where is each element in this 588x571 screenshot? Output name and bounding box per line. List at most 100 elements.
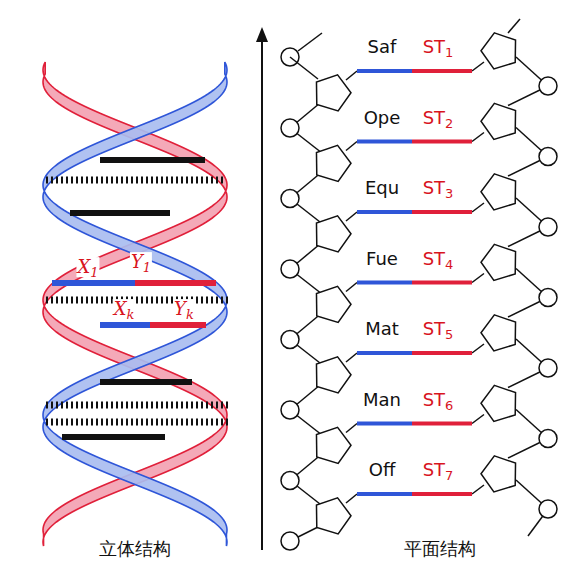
panel-title: 立体结构 <box>99 539 171 559</box>
sequence-bar <box>100 322 150 328</box>
symbol: ST <box>423 36 445 57</box>
sugar-ring <box>481 385 516 421</box>
segment-label: Y1 <box>130 252 152 272</box>
term-label: Off <box>369 460 396 480</box>
sequence-bar <box>100 157 205 163</box>
term-bar <box>357 69 412 73</box>
glycosidic-link <box>472 62 484 71</box>
axis-arrow <box>256 27 268 550</box>
term-bar <box>357 422 412 426</box>
term-label: Man <box>363 390 401 410</box>
sugar-ring <box>481 456 516 492</box>
phosphate <box>539 500 557 518</box>
sugar-ring <box>481 315 516 351</box>
glycosidic-link <box>346 283 357 292</box>
symbol: Y <box>174 298 186 319</box>
phosphate <box>539 148 557 166</box>
tag-bar <box>412 351 472 355</box>
sugar-ring <box>481 244 516 280</box>
term-bar <box>357 351 412 355</box>
term-label: Ope <box>364 108 401 128</box>
red-strand <box>43 62 227 546</box>
blue-strand <box>43 62 227 546</box>
phosphate <box>539 359 557 377</box>
tag-label: ST2 <box>423 108 454 128</box>
term-label: Equ <box>365 178 399 198</box>
base-pair-row <box>46 297 228 304</box>
tag-label: ST4 <box>423 249 454 269</box>
glycosidic-link <box>346 424 357 433</box>
tag-label: ST5 <box>423 319 454 339</box>
segment-label: Xk <box>113 299 136 319</box>
sequence-bar <box>150 322 206 328</box>
symbol: ST <box>423 459 445 480</box>
subscript: 5 <box>445 327 453 342</box>
backbone-link <box>290 57 318 79</box>
base-pair-row <box>46 177 226 184</box>
sugar-ring <box>316 286 351 322</box>
sequence-bar <box>70 210 170 216</box>
glycosidic-link <box>472 203 484 212</box>
tag-bar <box>412 210 472 214</box>
double-helix <box>43 62 228 546</box>
phosphate <box>281 331 299 349</box>
sequence-bar <box>100 379 192 385</box>
term-bar <box>357 140 412 144</box>
tag-bar <box>412 422 472 426</box>
subscript: 7 <box>445 468 453 483</box>
tag-label: ST1 <box>423 37 454 57</box>
term-bar <box>357 281 412 285</box>
phosphate <box>539 430 557 448</box>
sugar-ring <box>316 357 351 393</box>
phosphate <box>281 260 299 278</box>
glycosidic-link <box>346 142 357 151</box>
glycosidic-link <box>472 274 484 283</box>
backbone-link <box>298 33 322 51</box>
term-bar <box>357 210 412 214</box>
sugar-ring <box>316 75 351 111</box>
tag-label: ST7 <box>423 460 454 480</box>
segment-label: Yk <box>173 299 195 319</box>
symbol: ST <box>423 318 445 339</box>
sequence-bar <box>135 280 216 286</box>
symbol: X <box>114 298 127 319</box>
term-bar <box>357 492 412 496</box>
symbol: X <box>77 256 90 277</box>
subscript: 1 <box>90 265 98 280</box>
symbol: ST <box>423 177 445 198</box>
sugar-ring <box>481 33 516 69</box>
subscript: 1 <box>445 45 453 60</box>
subscript: 3 <box>445 186 453 201</box>
sugar-ring <box>481 103 516 139</box>
phosphate <box>539 289 557 307</box>
sugar-ring <box>316 145 351 181</box>
glycosidic-link <box>346 71 357 80</box>
tag-label: ST3 <box>423 178 454 198</box>
symbol: ST <box>423 389 445 410</box>
glycosidic-link <box>346 212 357 221</box>
phosphate <box>281 190 299 208</box>
planar-structure <box>281 19 557 550</box>
panel-title: 平面结构 <box>404 539 476 559</box>
arrow-head <box>256 27 268 42</box>
glycosidic-link <box>346 353 357 362</box>
glycosidic-link <box>472 133 484 142</box>
base-pair-row <box>46 419 228 426</box>
phosphate <box>281 119 299 137</box>
phosphate <box>539 77 557 95</box>
tag-label: ST6 <box>423 390 454 410</box>
sugar-ring <box>481 174 516 210</box>
symbol: Y <box>131 251 143 272</box>
tag-bar <box>412 281 472 285</box>
symbol: ST <box>423 107 445 128</box>
tag-bar <box>412 492 472 496</box>
sugar-ring <box>316 427 351 463</box>
symbol: ST <box>423 248 445 269</box>
glycosidic-link <box>472 485 484 494</box>
glycosidic-link <box>472 344 484 353</box>
glycosidic-link <box>346 494 357 503</box>
base-pair-row <box>46 402 228 409</box>
segment-label: X1 <box>76 257 99 277</box>
